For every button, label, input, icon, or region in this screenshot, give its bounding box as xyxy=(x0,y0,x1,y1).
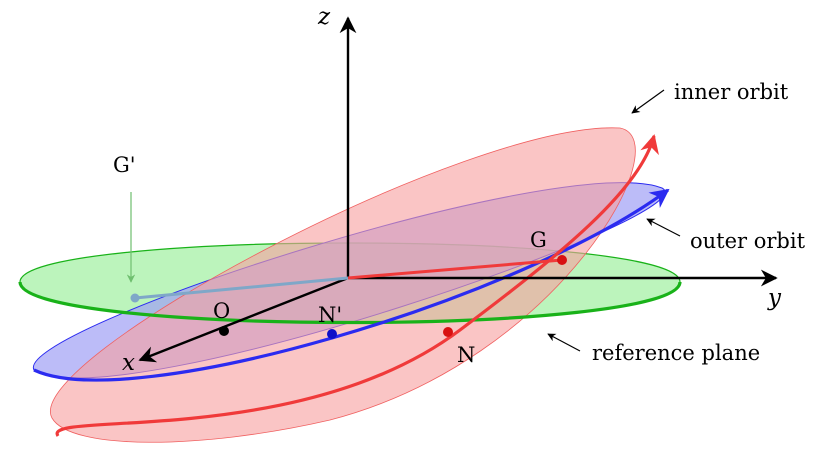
origin-to-g-prime-line xyxy=(134,276,349,300)
z-axis-label: z xyxy=(317,4,331,30)
reference-plane-pointer-arrow xyxy=(547,333,581,352)
reference-plane-near-arc xyxy=(18,281,682,325)
inner-orbit-label: inner orbit xyxy=(674,80,789,104)
outer-orbit-pointer-arrow xyxy=(646,218,681,237)
y-axis-label: y xyxy=(767,285,782,311)
point-g-prime-label: G' xyxy=(113,153,136,177)
x-axis xyxy=(138,276,349,363)
point-n-prime-label: N' xyxy=(318,303,342,327)
inner-orbit-pointer-arrow xyxy=(631,89,665,114)
point-g-label: G xyxy=(530,228,547,252)
outer-orbit-label: outer orbit xyxy=(690,229,806,253)
reference-plane-label: reference plane xyxy=(592,341,760,365)
point-o-label: O xyxy=(213,299,230,323)
inner-orbit-near-arc xyxy=(55,134,659,437)
point-n-prime xyxy=(327,329,337,339)
point-g xyxy=(557,255,567,265)
point-o xyxy=(219,326,229,336)
origin-to-g-line xyxy=(347,258,563,280)
point-g-prime xyxy=(130,293,140,303)
x-axis-label: x xyxy=(122,350,135,376)
point-n xyxy=(443,327,453,337)
point-n-label: N xyxy=(457,343,475,367)
